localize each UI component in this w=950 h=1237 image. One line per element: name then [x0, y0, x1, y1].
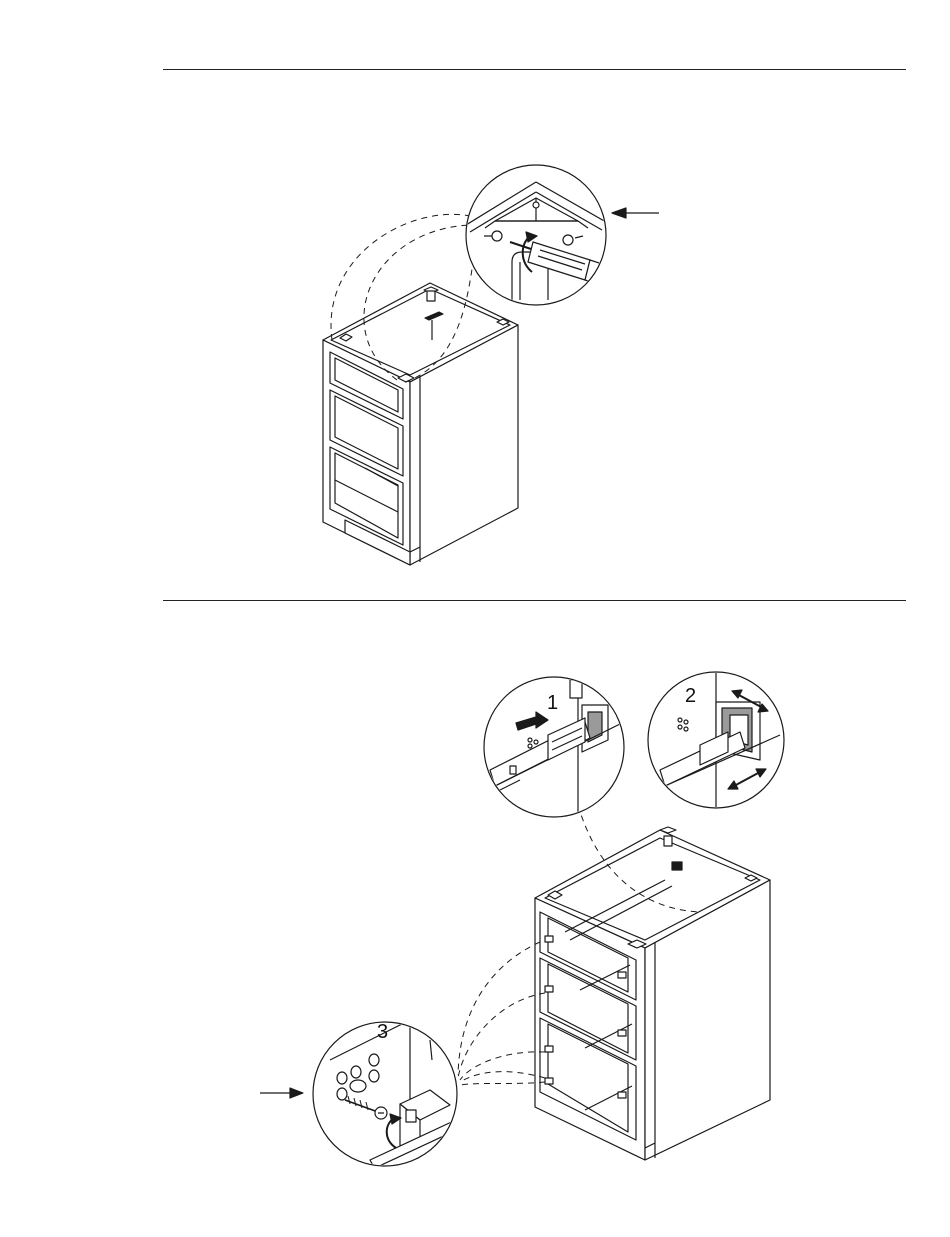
step-number-3: 3 — [377, 1022, 388, 1042]
detail-circle-step-2 — [648, 672, 784, 810]
step-number-1: 1 — [547, 693, 558, 713]
cabinet-bottom-figure — [535, 827, 770, 1160]
detail-circle-step-3 — [313, 1020, 470, 1178]
pointer-arrow-bottom — [260, 1088, 303, 1098]
step-number-2: 2 — [685, 686, 696, 706]
